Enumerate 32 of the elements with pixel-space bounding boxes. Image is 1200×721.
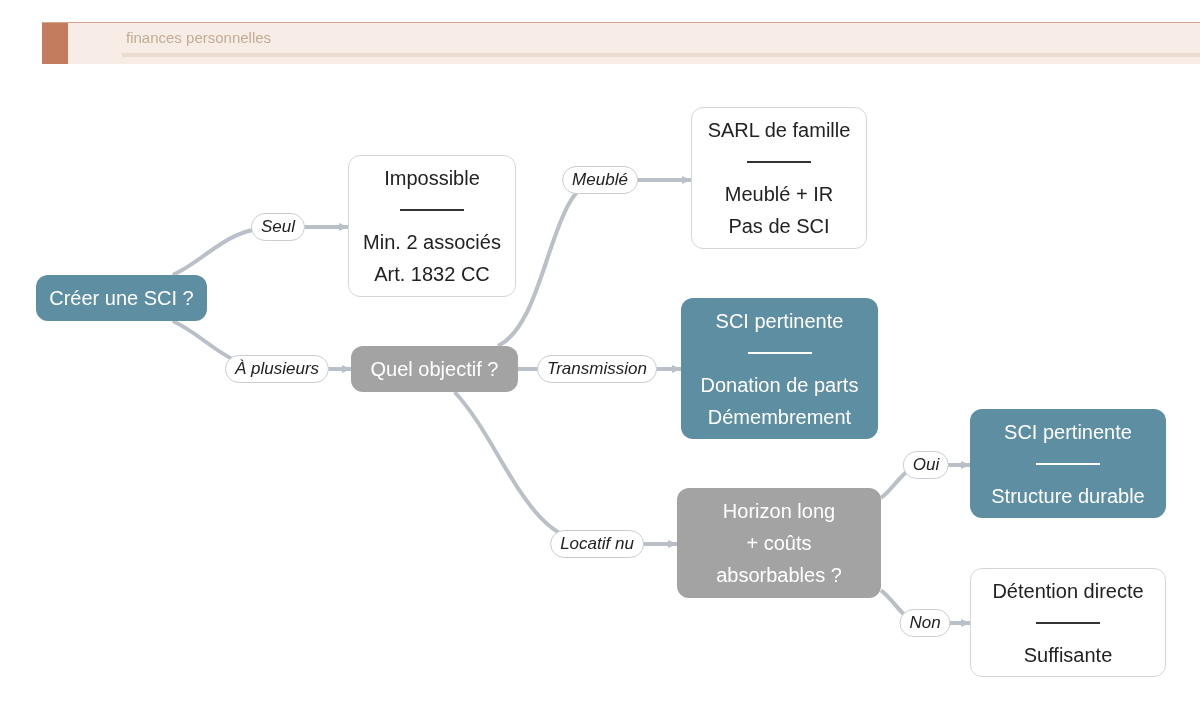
edge-label: À plusieurs <box>224 355 330 383</box>
edge-label: Meublé <box>562 166 638 194</box>
edge-label: Seul <box>251 213 305 241</box>
node-text: Donation de parts <box>700 372 859 398</box>
outcome-box <box>348 155 516 297</box>
edge-label: Oui <box>902 451 950 479</box>
node-text: Art. 1832 CC <box>374 262 490 287</box>
edge-label: Non <box>899 609 951 637</box>
node-text: Suffisante <box>1023 642 1113 668</box>
edge-label: Locatif nu <box>550 530 644 558</box>
node-text: Démembrement <box>707 404 852 430</box>
start-box <box>36 275 207 321</box>
decision-box <box>351 346 518 392</box>
node-text: Structure durable <box>991 483 1145 509</box>
decision-box <box>677 488 881 598</box>
node-title: Quel objectif ? <box>370 357 499 382</box>
node-title: Horizon long + coûts absorbables ? <box>715 499 843 588</box>
outcome-box <box>970 568 1166 677</box>
node-title: SCI pertinente <box>1004 419 1132 445</box>
tagline: finances personnelles <box>126 28 272 48</box>
node-title: SCI pertinente <box>715 308 844 334</box>
node-title: SARL de famille <box>707 118 851 143</box>
outcome-box <box>970 409 1166 518</box>
outcome-box <box>691 107 867 249</box>
node-title: Créer une SCI ? <box>49 286 194 311</box>
outcome-box <box>681 298 878 439</box>
node-text: Pas de SCI <box>728 214 830 239</box>
node-title: Impossible <box>384 166 480 191</box>
edge-label: Transmission <box>537 355 657 383</box>
node-text: Meublé + IR <box>724 182 834 207</box>
node-text: Min. 2 associés <box>363 230 501 255</box>
node-title: Détention directe <box>992 578 1144 604</box>
